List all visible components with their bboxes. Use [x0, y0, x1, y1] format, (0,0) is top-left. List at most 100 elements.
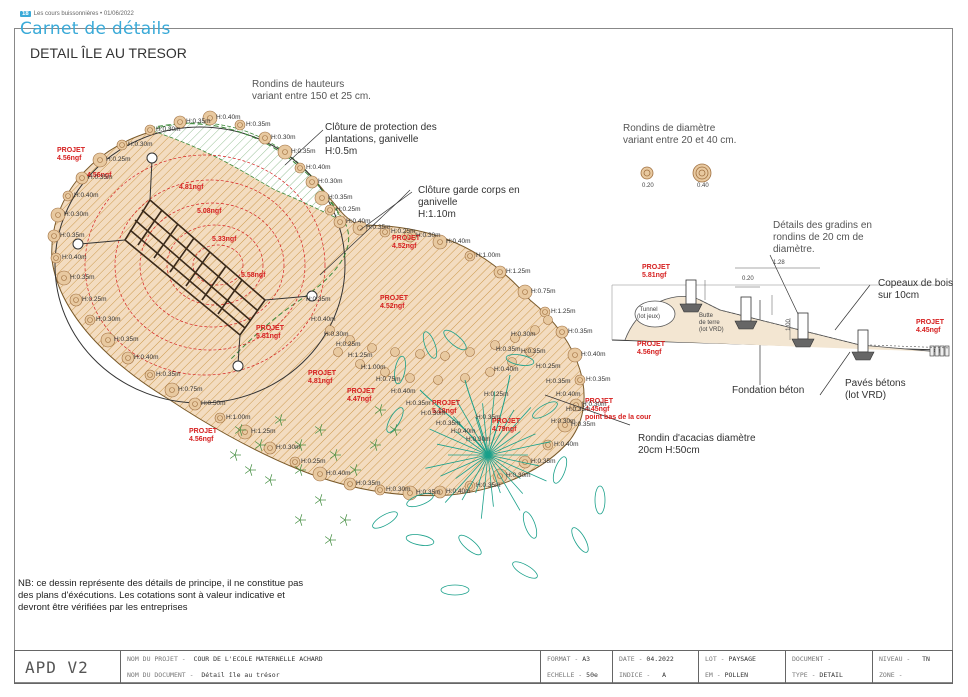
cell-date: DATE - 04.2022 INDICE - A [612, 651, 698, 683]
rondins-border [47, 110, 586, 501]
height-label: H:0.30m [64, 211, 89, 218]
height-label: H:0.35m [366, 224, 391, 231]
height-label: H:0.35m [416, 489, 441, 496]
document-name: Détail île au trésor [201, 671, 280, 679]
dim-100-section: 1.00 [785, 319, 792, 331]
height-label: H:0.35m [568, 328, 593, 335]
cargo-net [123, 198, 267, 337]
cell-document: DOCUMENT - TYPE - DETAIL [785, 651, 872, 683]
height-label: H:0.25m [82, 296, 107, 303]
height-label: H:0.25m [391, 228, 416, 235]
height-label: H:0.35m [546, 378, 571, 385]
height-label: H:0.25m [484, 391, 509, 398]
height-label: H:0.25m [106, 156, 131, 163]
height-label: H:1.25m [551, 308, 576, 315]
height-label: H:1.00m [226, 414, 251, 421]
height-label: H:0.35m [70, 274, 95, 281]
height-label: H:0.40m [451, 428, 476, 435]
height-label: H:0.75m [376, 376, 401, 383]
header-title: Carnet de détails [20, 19, 171, 39]
height-label: H:0.30m [156, 126, 181, 133]
contour-label: 4.81ngf [179, 184, 204, 191]
note-fondation: Fondation béton [732, 385, 805, 396]
height-label: H:0.30m [324, 331, 349, 338]
height-label: H:0.35m [246, 121, 271, 128]
contour-label: 5.58ngf [241, 272, 266, 279]
height-label: H:0.35m [114, 336, 139, 343]
height-label: H:0.30m [271, 134, 296, 141]
height-label: H:1.25m [348, 352, 373, 359]
height-label: H:1.25m [506, 268, 531, 275]
height-label: H:0.40m [306, 164, 331, 171]
height-label: H:0.30m [582, 401, 607, 408]
height-label: H:0.35m [186, 118, 211, 125]
height-label: H:1.25m [251, 428, 276, 435]
height-label: H:0.40m [62, 254, 87, 261]
net-posts [72, 152, 318, 372]
height-label: H:0.25m [536, 363, 561, 370]
height-label: H:0.30m [551, 418, 576, 425]
height-label: H:0.40m [216, 114, 241, 121]
height-label: H:0.35m [356, 480, 381, 487]
project-name: COUR DE L'ECOLE MATERNELLE ACHARD [193, 655, 323, 663]
height-label: H:0.40m [494, 366, 519, 373]
height-label: H:0.30m [511, 331, 536, 338]
height-label: H:0.25m [336, 206, 361, 213]
height-label: H:0.40m [311, 316, 336, 323]
rondin-sample-icons [640, 163, 712, 183]
apd-version: APD V2 [25, 658, 89, 677]
height-label: H:0.30m [96, 316, 121, 323]
height-label: H:0.30m [276, 444, 301, 451]
height-label: H:0.35m [88, 174, 113, 181]
height-label: H:0.35m [476, 482, 501, 489]
gradins-section [611, 267, 951, 361]
height-label: H:0.35m [436, 420, 461, 427]
cell-lot: LOT - PAYSAGE EM - POLLEN [698, 651, 785, 683]
height-label: H:0.35m [328, 194, 353, 201]
height-label: H:1.00m [361, 364, 386, 371]
height-label: H:0.35m [291, 148, 316, 155]
height-label: H:0.40m [326, 470, 351, 477]
height-label: H:0.30m [416, 232, 441, 239]
height-label: H:0.40m [581, 351, 606, 358]
height-label: H:0.25m [301, 458, 326, 465]
height-label: H:0.35m [566, 406, 591, 413]
height-label: H:0.30m [386, 486, 411, 493]
height-label: H:0.35m [521, 348, 546, 355]
tunnel-shape [634, 300, 676, 328]
height-label: H:0.50m [201, 400, 226, 407]
height-label: H:0.35m [571, 421, 596, 428]
contour-label: 4.56ngf [87, 172, 112, 179]
label-tunnel: Tunnel(lot jeux) [637, 307, 661, 320]
drawing-frame [14, 28, 953, 683]
height-label: H:0.35m [496, 346, 521, 353]
dim-020-section: 0.20 [742, 276, 754, 282]
sheet-title: DETAIL ÎLE AU TRESOR [30, 45, 187, 61]
contour-label: 5.08ngf [197, 208, 222, 215]
title-block: APD V2 NOM DU PROJET - COUR DE L'ECOLE M… [14, 650, 953, 684]
height-label: H:0.30m [318, 178, 343, 185]
header-small-text: Les cours buissonnières • 01/06/2022 [33, 11, 134, 17]
height-label: H:0.35m [306, 296, 331, 303]
plan-drawing [47, 110, 951, 596]
height-label: H:0.30m [421, 410, 446, 417]
planting-symbols [229, 329, 606, 596]
